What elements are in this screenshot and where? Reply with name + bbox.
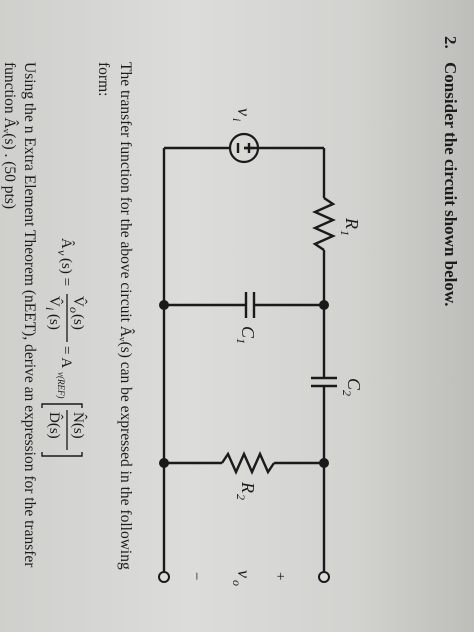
source-label: v [234, 108, 254, 116]
instruction-line1: Using the n Extra Element Theorem (nEET)… [21, 62, 38, 568]
node-r2-bottom [159, 458, 169, 468]
r2-label-sub: 2 [234, 494, 248, 500]
eq-den-arg: (s) [46, 314, 62, 330]
r1-label-sub: 1 [338, 230, 352, 236]
eq-den-sub: i [43, 307, 57, 310]
source-label-sub: i [230, 118, 244, 121]
eq-mid: = A [58, 346, 74, 368]
eq-lhs-arg: (s) = [58, 258, 74, 286]
node-c1-bottom [159, 300, 169, 310]
r2-resistor [221, 451, 275, 475]
eq-den-v: V̂ [46, 296, 63, 307]
output-plus: + [272, 572, 288, 580]
output-minus: − [188, 572, 204, 580]
instruction-line2: function Âᵥ(s) . (50 pts) [1, 62, 18, 210]
eq-frac2-den: D̂(s) [46, 412, 63, 439]
output-terminal-top [318, 571, 330, 583]
eq-bracket-right [41, 452, 83, 457]
eq-mid-sub: v(REF) [56, 372, 66, 398]
output-label: v [234, 570, 254, 578]
eq-num-arg: (s) [70, 314, 86, 330]
output-label-sub: o [230, 580, 244, 586]
r2-label: R [238, 481, 258, 493]
r1-label: R [342, 217, 362, 229]
eq-lhs: Â [58, 238, 75, 249]
c1-label-sub: 1 [234, 338, 248, 344]
c1-label: C [238, 326, 258, 339]
r1-resistor [312, 197, 336, 251]
output-terminal-bottom [158, 571, 170, 583]
eq-num-sub: o [67, 307, 81, 313]
eq-lhs-sub: v [55, 250, 69, 256]
c2-label-sub: 2 [340, 390, 354, 396]
eq-frac2-num: N̂(s) [70, 412, 87, 439]
voltage-source-symbol [228, 132, 260, 164]
eq-bracket-left [41, 403, 83, 408]
eq-num-v: V̂ [70, 296, 87, 307]
c2-label: C [344, 378, 364, 391]
